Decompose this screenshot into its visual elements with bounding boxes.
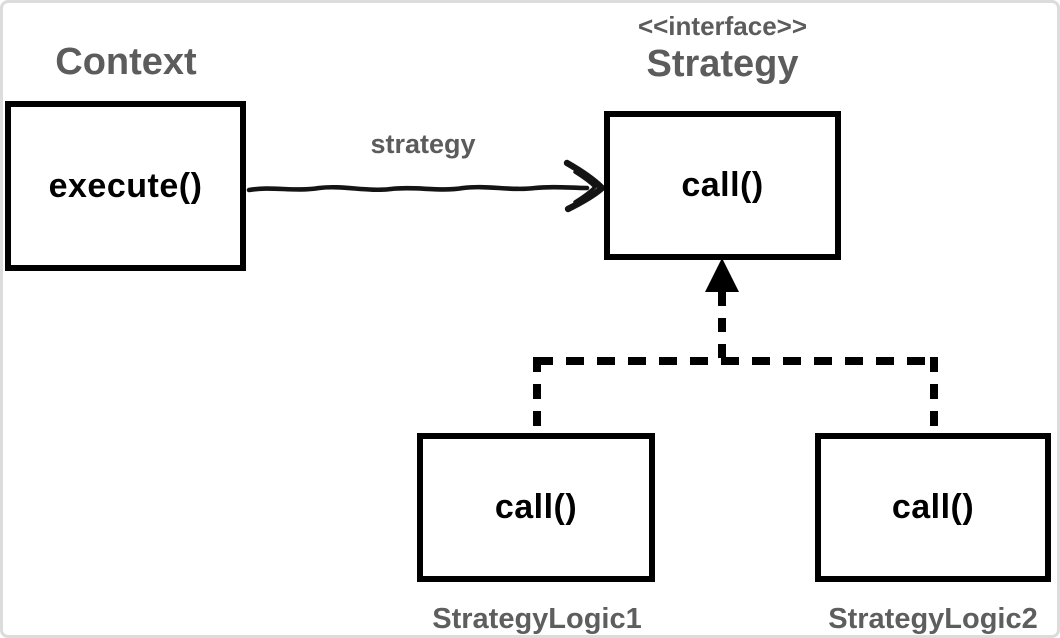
context-box: execute() [5,101,246,271]
strategy-logic2-box: call() [815,433,1051,582]
strategy-call-method-label: call() [681,166,764,204]
context-class-title: Context [55,41,197,83]
strategy-box: call() [604,111,841,260]
strategy-logic2-title: StrategyLogic2 [828,603,1038,635]
strategy-arrow-label: strategy [370,129,476,159]
strategy-class-title: Strategy [646,43,799,85]
strategy-logic1-title: StrategyLogic1 [432,603,642,635]
association-arrow [246,159,607,213]
logic1-call-method-label: call() [494,488,578,526]
realization-arrow [533,258,938,433]
strategy-logic1-box: call() [417,433,655,582]
execute-method-label: execute() [48,166,203,205]
interface-stereotype: <<interface>> [637,11,808,41]
inheritance-arrowhead-icon [705,258,739,292]
logic2-call-method-label: call() [891,488,975,526]
open-arrowhead-icon [563,159,607,213]
